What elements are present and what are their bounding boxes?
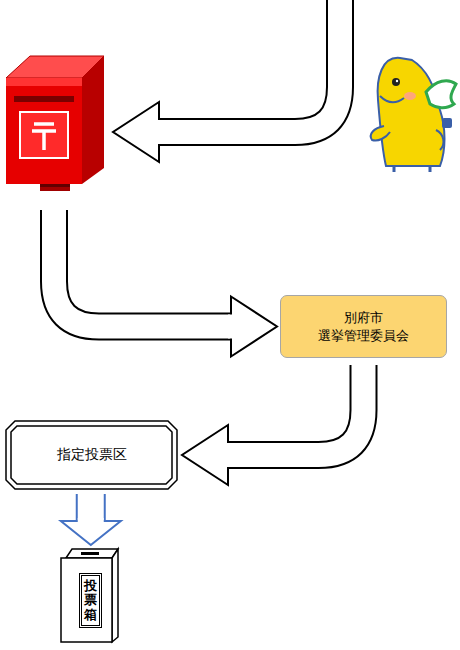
arrow-shaft-outline [228, 365, 364, 455]
arrow-shaft-fill [159, 0, 340, 132]
mascot [371, 58, 456, 172]
node-text: 別府市 選挙管理委員会 [318, 309, 409, 344]
arrow-head [61, 521, 121, 545]
frame-outer [6, 421, 177, 489]
ballot-side [112, 549, 118, 642]
ballot-lid [66, 549, 118, 558]
flow-connector [182, 365, 364, 485]
process-box: 別府市 選挙管理委員会 [280, 295, 447, 358]
node-text: 投票箱 [84, 579, 97, 622]
node-text: 指定投票区 [57, 446, 127, 464]
arrow-shaft-outline [54, 210, 231, 327]
arrow-head [231, 297, 277, 357]
post-box [6, 56, 104, 191]
ballot-label: 投票箱 [79, 573, 102, 628]
arrow-shaft-fill [54, 210, 231, 327]
arrow-joint [228, 315, 234, 339]
ballot-slot [81, 552, 99, 555]
district-box: 指定投票区 [5, 420, 178, 490]
arrow-joint [225, 443, 231, 467]
arrow-shaft-outline [76, 494, 106, 521]
arrow-shaft-fill [78, 494, 104, 521]
ballot-box: 投票箱 [60, 548, 120, 643]
arrow-shaft-fill [228, 365, 364, 455]
arrow-joint [156, 120, 162, 144]
arrow-shaft-outline [159, 0, 340, 132]
ballot-front [61, 558, 112, 642]
arrow-head [113, 102, 159, 162]
arrow-joint [78, 518, 104, 524]
mail-arrow [113, 0, 340, 162]
post-arrow [54, 210, 277, 357]
frame-inner [11, 426, 172, 484]
flow-connector [61, 494, 121, 545]
arrow-head [182, 425, 228, 485]
